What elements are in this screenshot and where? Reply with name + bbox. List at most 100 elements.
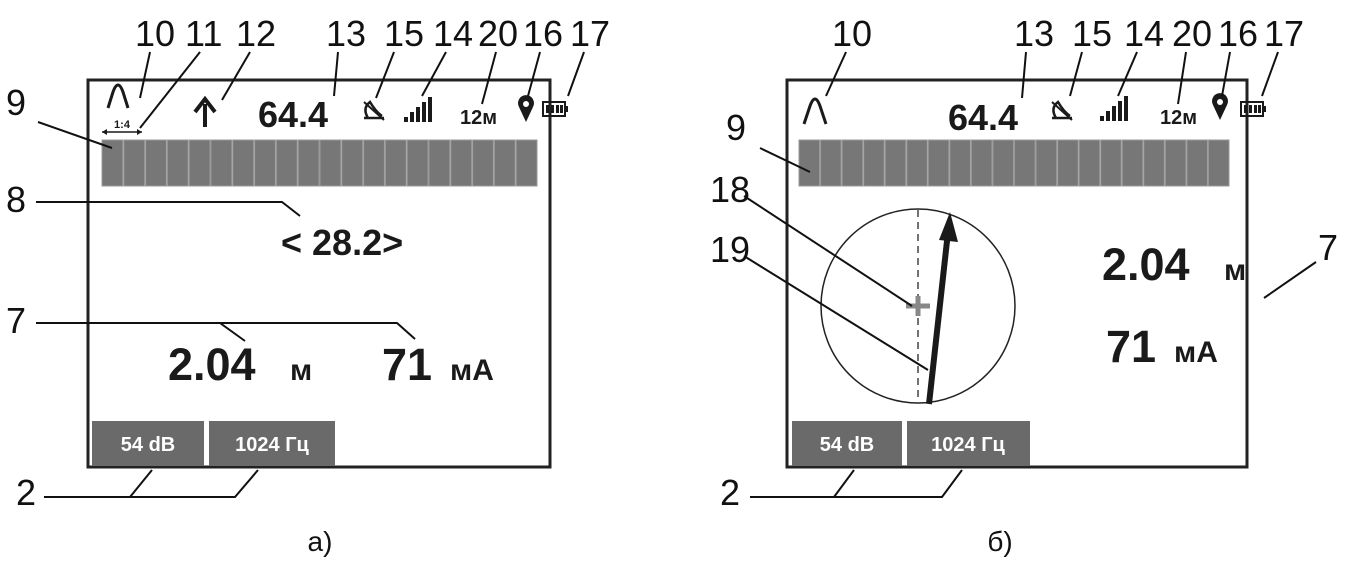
level-segment — [472, 139, 494, 187]
callout-17: 17 — [1264, 13, 1304, 54]
signal-bars-icon — [1100, 96, 1128, 121]
direction-needle — [926, 231, 951, 405]
level-segment — [1100, 139, 1122, 187]
level-segment — [1207, 139, 1230, 187]
level-segment — [884, 139, 907, 187]
gain-button — [92, 421, 204, 466]
level-segment — [841, 139, 864, 187]
level-segment — [1186, 139, 1208, 187]
level-segment — [188, 139, 211, 187]
callout-2: 2 — [16, 472, 36, 513]
level-segment — [820, 139, 842, 187]
leader-lines — [36, 51, 585, 498]
caption-b: б) — [987, 526, 1012, 557]
callout-20: 20 — [1172, 13, 1212, 54]
peak-mode-icon — [802, 97, 828, 125]
signal-bars-icon — [404, 97, 432, 122]
freq-button — [907, 421, 1030, 466]
leader-lines — [743, 51, 1317, 498]
level-segment — [232, 139, 255, 187]
center-cross — [906, 296, 930, 316]
level-segment — [341, 139, 364, 187]
current-value: 71 — [382, 339, 432, 390]
level-segment — [275, 139, 298, 187]
level-segment — [906, 139, 928, 187]
top-value: 64.4 — [258, 94, 328, 135]
level-segment — [450, 139, 473, 187]
freq-label: 1024 Гц — [235, 434, 309, 456]
level-segment — [515, 139, 538, 187]
callout-9: 9 — [726, 107, 746, 148]
callout-8: 8 — [6, 179, 26, 220]
callout-15: 15 — [1072, 13, 1112, 54]
range-label: 12м — [1160, 107, 1197, 129]
panel-b: 64.4 12м — [710, 13, 1338, 557]
callout-7: 7 — [1318, 227, 1338, 268]
callout-12: 12 — [236, 13, 276, 54]
depth-unit: м — [1224, 254, 1246, 287]
location-pin-icon — [1212, 93, 1228, 120]
top-value: 64.4 — [948, 97, 1018, 138]
depth-value: 2.04 — [1102, 239, 1190, 290]
level-segment — [927, 139, 950, 187]
up-arrow-icon — [193, 95, 217, 127]
level-segment — [1014, 139, 1036, 187]
freq-button — [209, 421, 335, 466]
battery-icon — [542, 101, 568, 117]
level-segment — [1035, 139, 1058, 187]
depth-value: 2.04 — [168, 339, 256, 390]
level-segment — [297, 139, 320, 187]
needle-arrowhead — [939, 212, 958, 242]
level-segment — [992, 139, 1015, 187]
peak-mode-icon — [106, 83, 130, 109]
level-segment — [166, 139, 189, 187]
callout-17: 17 — [570, 13, 610, 54]
level-segment — [493, 139, 516, 187]
level-segment — [1078, 139, 1101, 187]
gain-label: 54 dB — [820, 434, 874, 456]
level-segment — [1121, 139, 1144, 187]
screen-frame-a — [86, 78, 552, 469]
callout-14: 14 — [433, 13, 473, 54]
level-segment — [798, 139, 821, 187]
callout-9: 9 — [6, 82, 26, 123]
direction-compass — [820, 208, 1016, 405]
scale-indicator: 1:4 — [102, 119, 142, 135]
callout-7: 7 — [6, 300, 26, 341]
level-segment — [384, 139, 407, 187]
level-segment — [101, 139, 124, 187]
current-unit: мА — [450, 354, 494, 387]
compass-circle — [820, 208, 1016, 404]
gain-button — [792, 421, 902, 466]
level-bar — [798, 139, 1230, 187]
level-segment — [970, 139, 993, 187]
callout-10: 10 — [832, 13, 872, 54]
current-value: 71 — [1106, 321, 1156, 372]
level-segment — [863, 139, 885, 187]
caption-a: а) — [308, 526, 333, 557]
callout-16: 16 — [523, 13, 563, 54]
panel-a: 1:4 64.4 12м — [6, 13, 610, 557]
depth-unit: м — [290, 354, 312, 387]
level-segment — [949, 139, 971, 187]
battery-icon — [1240, 101, 1266, 117]
range-label: 12м — [460, 107, 497, 129]
level-segment — [1164, 139, 1187, 187]
gain-label: 54 dB — [121, 434, 175, 456]
current-unit: мА — [1174, 336, 1218, 369]
level-segment — [363, 139, 385, 187]
level-segment — [319, 139, 342, 187]
callout-13: 13 — [1014, 13, 1054, 54]
level-segment — [254, 139, 276, 187]
level-segment — [1057, 139, 1079, 187]
callout-2: 2 — [720, 472, 740, 513]
level-segment — [145, 139, 167, 187]
scale-label: 1:4 — [114, 119, 131, 131]
location-pin-icon — [518, 95, 534, 122]
callout-15: 15 — [384, 13, 424, 54]
level-segment — [123, 139, 146, 187]
freq-label: 1024 Гц — [931, 434, 1005, 456]
callout-11: 11 — [185, 13, 222, 54]
callout-14: 14 — [1124, 13, 1164, 54]
